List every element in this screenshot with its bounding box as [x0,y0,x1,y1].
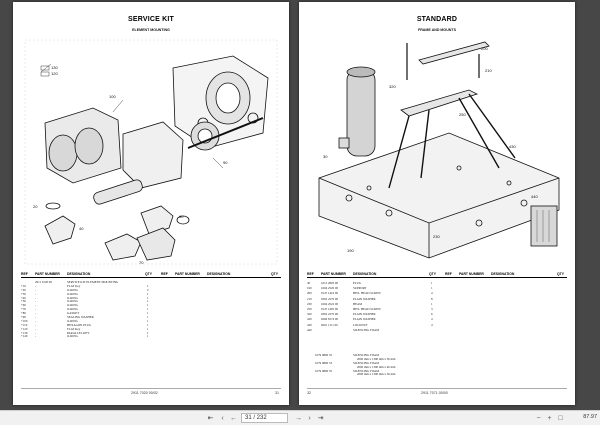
page-number: 32 [307,391,311,395]
page-number-input[interactable]: 31 / 232 [241,413,288,423]
parts-table-header: REF PART NUMBER DESIGNATION QTY REF PART… [307,272,567,278]
element-mounting-drawing: 130 120 20 40 60 90 100 70 [24,39,278,265]
previous-arrow-icon[interactable]: ← [230,415,237,422]
zoom-out-icon[interactable]: − [536,415,541,422]
callout-label: 40 [79,226,84,231]
callout-label: 100 [109,94,116,99]
callout-label: 20 [33,204,38,209]
last-page-icon[interactable]: ⇥ [317,415,324,422]
doc-code: 2911 7020 00/02 [131,391,158,395]
viewer-toolbar: ⇤ ‹ ← 31 / 232 → › ⇥ − + □ 87.97 [0,410,600,425]
callout-label: 130 [51,65,58,70]
page-left: SERVICE KIT ELEMENT MOUNTING [13,2,289,405]
callout-label: 60 [179,214,184,219]
page-right: STANDARD FRAME AND MOUNTS [299,2,575,405]
parts-table-header: REF PART NUMBER DESIGNATION QTY REF PART… [21,272,281,278]
callout-label: 200 [481,46,488,51]
callout-label: 90 [223,160,228,165]
previous-page-icon[interactable]: ‹ [221,415,224,422]
zoom-level[interactable]: 87.97 [583,414,597,420]
callout-label: 440 [531,194,538,199]
first-page-icon[interactable]: ⇤ [207,415,214,422]
callout-label: 320 [389,84,396,89]
page-title: STANDARD [416,16,458,23]
page-number: 31 [275,391,279,395]
callout-label: 30 [323,154,328,159]
callout-label: 120 [51,71,58,76]
callout-label: 70 [139,260,144,265]
callout-label: 430 [509,144,516,149]
callout-label: 210 [485,68,492,73]
table-row-note: 2000 mm x 1300 mm x 30 mm [357,372,396,377]
table-row-note: 2000 mm x 1300 mm x 30 mm [357,356,396,361]
frame-mounts-drawing: 200 210 320 30 430 440 190 230 250 [318,41,560,259]
page-title: SERVICE KIT [127,16,175,23]
table-row-note: 2000 mm x 1300 mm x 40 mm [357,364,396,369]
next-page-icon[interactable]: › [308,415,311,422]
page-subtitle: ELEMENT MOUNTING [132,28,170,32]
next-arrow-icon[interactable]: → [295,415,302,422]
page-subtitle: FRAME AND MOUNTS [418,28,456,32]
fit-page-icon[interactable]: □ [558,415,563,422]
zoom-in-icon[interactable]: + [547,415,552,422]
callout-label: 250 [459,112,466,117]
callout-label: 230 [433,234,440,239]
doc-code: 2911 7071 00/00 [421,391,448,395]
callout-label: 190 [347,248,354,253]
